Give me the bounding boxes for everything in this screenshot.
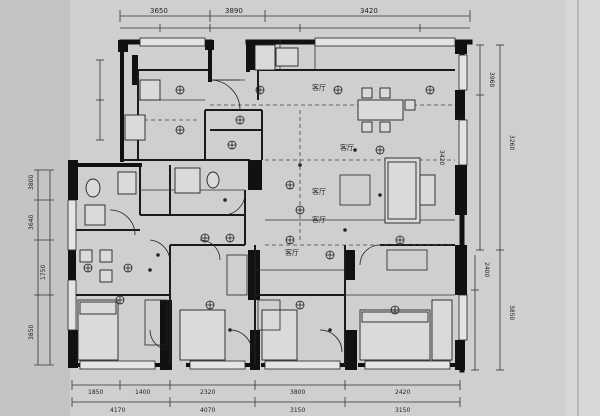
dim-left-4: 3850 [28,325,35,340]
dim-right-3: 2400 [483,262,490,277]
dim-top-2: 3890 [225,7,243,15]
paper-right-edge [565,0,600,416]
windows [67,37,468,370]
right-dimension-chain [471,44,504,371]
top-dimension-chain [119,10,471,32]
dim-left-3: 1750 [40,265,47,280]
paper-shadow-left [0,0,70,416]
coffee-table [339,174,371,206]
dim-left-2: 3640 [28,215,35,230]
interior-walls [72,69,455,365]
dim-bottom-6: 4170 [110,407,125,414]
room-label-2: 客厅 [312,187,326,196]
dim-bottom-1: 1850 [88,389,103,396]
dim-right-1: 3960 [488,72,495,87]
dim-bottom-8: 3150 [290,407,305,414]
electrical-marks [148,148,382,332]
left-dimension-chain [34,59,104,366]
dim-top-1: 3650 [150,7,168,15]
door-swings [109,79,381,353]
beds [77,299,453,361]
dim-bottom-4: 3800 [290,389,305,396]
room-label-1: 客厅 [312,83,326,92]
dim-right-4: 3850 [508,305,515,320]
dim-bottom-9: 3150 [395,407,410,414]
sofa [384,157,436,224]
dim-top-3: 3420 [360,7,378,15]
dim-bottom-5: 2420 [395,389,410,396]
bathroom-fixtures [79,44,299,283]
bottom-dimension-chain [71,380,461,407]
room-label-3: 客厅 [312,215,326,224]
dim-left-1: 3800 [28,175,35,190]
dim-bottom-7: 4070 [200,407,215,414]
room-label-4: 客厅 [340,143,354,152]
dim-bottom-2: 1400 [135,389,150,396]
wardrobes [144,249,428,346]
dim-center: 3420 [438,150,445,165]
dim-bottom-3: 2320 [200,389,215,396]
room-label-5: 客厅 [285,248,299,257]
dim-right-2: 3260 [508,135,515,150]
dining-table [357,87,416,133]
light-markers [83,85,435,315]
